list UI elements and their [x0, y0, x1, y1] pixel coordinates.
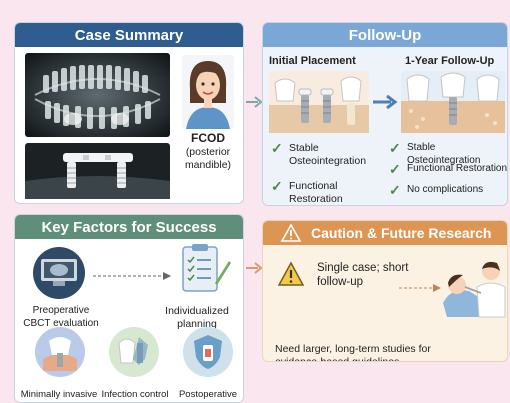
- initial-point-1: Stable Osteointegration: [289, 142, 367, 168]
- infection-control-icon: [109, 327, 159, 377]
- initial-placement-title: Initial Placement: [269, 55, 356, 67]
- follow-up-title: Follow-Up: [263, 23, 507, 47]
- dashed-arrow: [399, 284, 441, 292]
- patient-detail: (posterior mandible): [184, 146, 232, 172]
- year-point-3: No complications: [407, 184, 484, 195]
- dashed-arrow: [93, 272, 171, 280]
- key-factors-title: Key Factors for Success: [15, 215, 243, 239]
- year-point-2: Functional Restoration: [407, 163, 508, 174]
- postop-label: Postoperative oral care: [178, 389, 238, 402]
- case-summary-title: Case Summary: [15, 23, 243, 47]
- year-point-1: Stable Osteointegration: [407, 142, 481, 166]
- panoramic-xray-image: [25, 53, 170, 137]
- patient-label: FCOD: [191, 131, 225, 145]
- planning-clipboard-icon: [182, 244, 231, 292]
- infection-control-label: Infection control Antibiotic: [101, 389, 169, 402]
- caution-panel: Caution & Future Research Single case; s…: [262, 220, 508, 362]
- need-research-text: Need larger, long-term studies for evide…: [275, 343, 431, 361]
- minimally-invasive-icon: [35, 327, 85, 377]
- check-icon: ✓: [271, 140, 283, 156]
- case-summary-panel: Case Summary: [14, 22, 244, 204]
- minimally-invasive-label: Minimally invasive two-stage protocol: [20, 389, 98, 402]
- arrow-to-followup: [246, 96, 263, 108]
- warning-icon: [280, 223, 302, 242]
- caution-header: Caution & Future Research: [263, 221, 507, 245]
- warning-sign-icon: [277, 261, 305, 286]
- check-icon: ✓: [389, 182, 401, 198]
- implant-xray-image: [25, 143, 170, 199]
- check-icon: ✓: [389, 140, 401, 156]
- caution-title: Caution & Future Research: [311, 225, 492, 241]
- arrow-followup: [373, 94, 398, 110]
- check-icon: ✓: [389, 161, 401, 177]
- oral-care-icon: [183, 327, 233, 377]
- initial-placement-illustration: [269, 71, 369, 133]
- cbct-label: Preoperative CBCT evaluation: [23, 305, 99, 329]
- follow-up-panel: Follow-Up Initial Placement 1-Year Follo…: [262, 22, 508, 206]
- arrow-to-caution: [246, 262, 263, 274]
- key-factors-panel: Key Factors for Success: [14, 214, 244, 403]
- cbct-scanner-icon: [33, 247, 85, 299]
- initial-point-2: Functional Restoration: [289, 180, 343, 206]
- check-icon: ✓: [271, 178, 283, 194]
- dentist-patient-illustration: [443, 261, 506, 318]
- one-year-illustration: [401, 71, 505, 133]
- patient-avatar: [182, 55, 234, 129]
- single-case-text: Single case; short follow-up: [317, 262, 409, 289]
- planning-label: Individualized planning: [165, 305, 229, 331]
- one-year-title: 1-Year Follow-Up: [405, 55, 495, 67]
